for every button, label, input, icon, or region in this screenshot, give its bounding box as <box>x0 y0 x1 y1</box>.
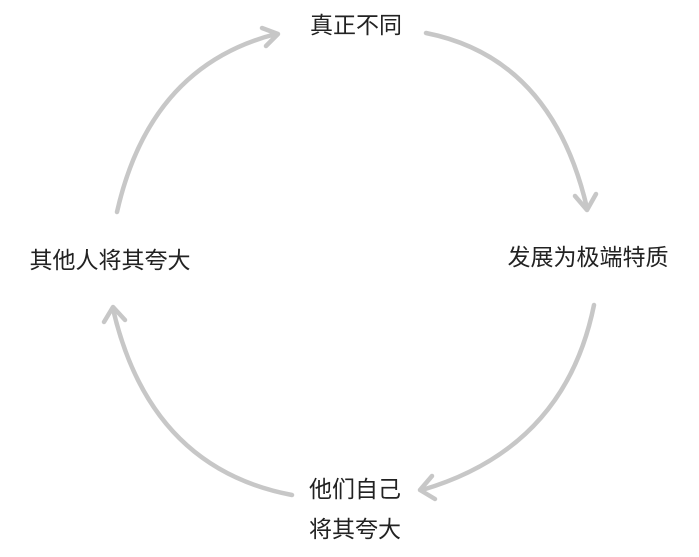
arrowhead-right <box>572 191 599 213</box>
arrow-top-to-right <box>423 30 590 211</box>
node-they-exaggerate: 他们自己 将其夸大 <box>255 470 455 550</box>
node-they-exaggerate-line2: 将其夸大 <box>309 517 401 543</box>
node-they-exaggerate-line1: 他们自己 <box>309 477 401 503</box>
node-genuinely-different: 真正不同 <box>310 13 402 39</box>
node-becomes-extreme-trait: 发展为极端特质 <box>507 245 669 271</box>
arrowhead-left <box>101 304 128 325</box>
arrowhead-top <box>259 25 281 49</box>
arrow-right-to-bottom <box>419 302 597 493</box>
arrow-left-to-top <box>114 31 279 215</box>
node-others-exaggerate: 其他人将其夸大 <box>29 248 191 274</box>
arrow-bottom-to-left <box>110 306 295 498</box>
arrowhead-bottom <box>417 473 438 502</box>
